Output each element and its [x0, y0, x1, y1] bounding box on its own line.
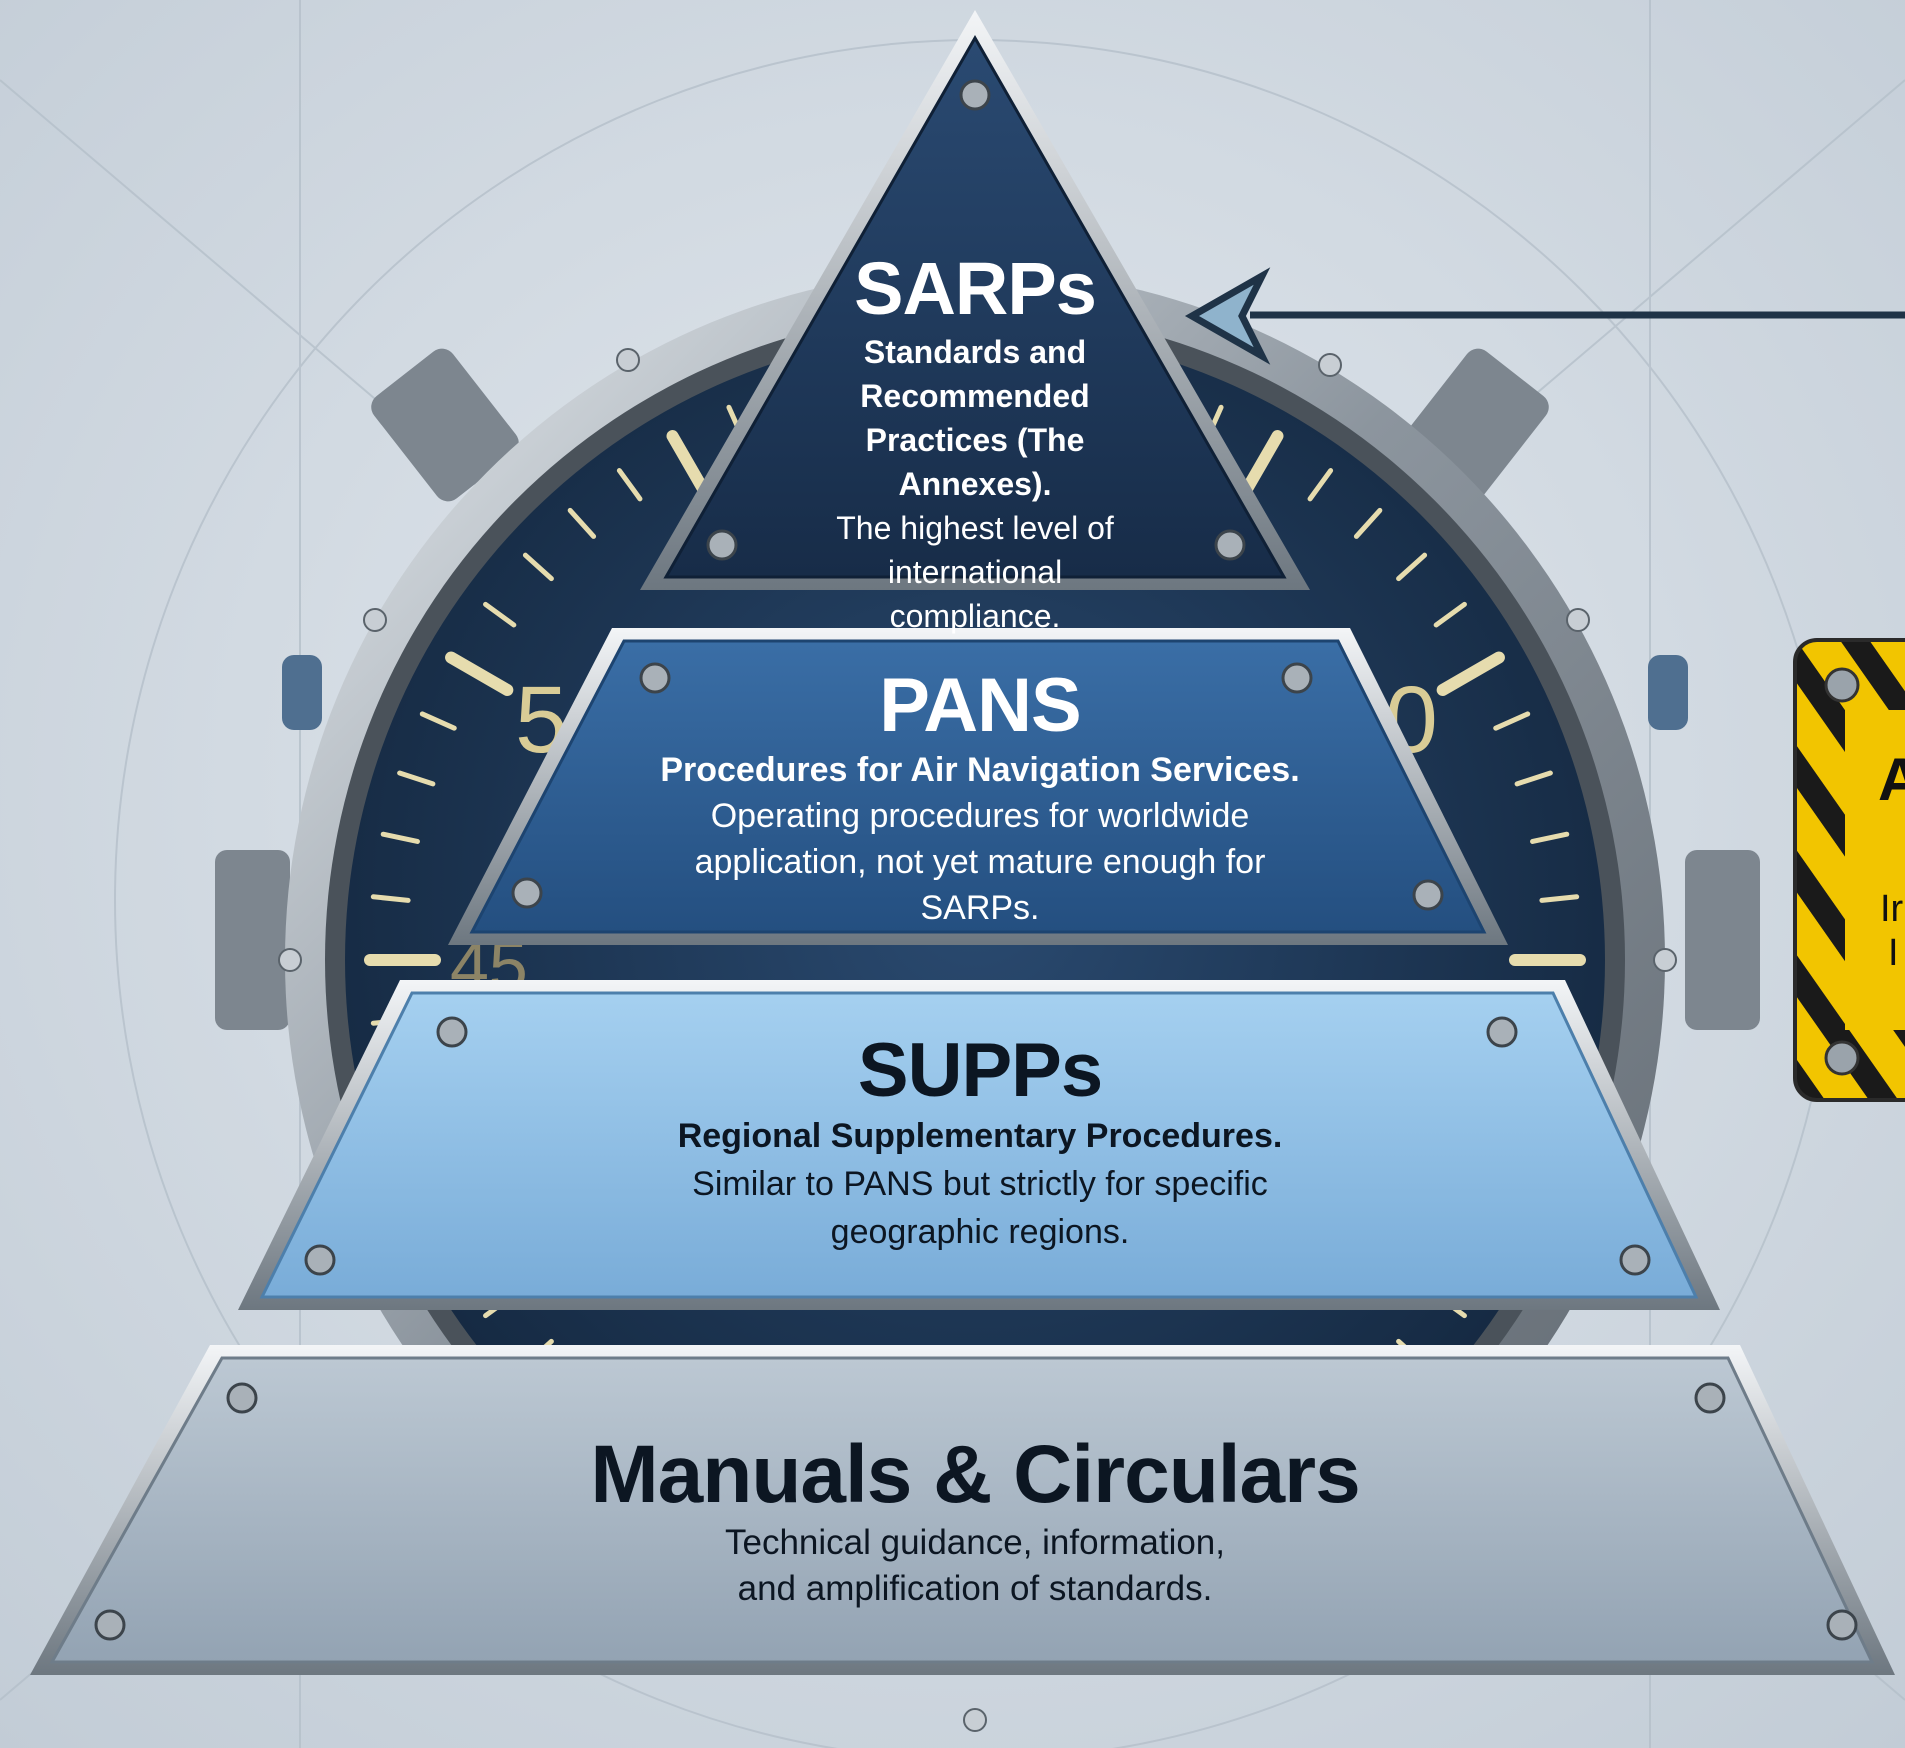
warning-sign: [1793, 638, 1905, 1102]
tier-pans-subtitle: Procedures for Air Navigation Services.: [660, 751, 1300, 789]
tier-sarps-title: SARPs: [854, 247, 1097, 330]
gauge-tick: [483, 601, 517, 628]
gauge-tick: [1433, 601, 1467, 628]
tier-manuals-plate: [30, 1345, 1895, 1675]
tier-sarps-description: The highest level of international compl…: [836, 510, 1114, 634]
gauge-tick: [1239, 430, 1284, 499]
gauge-tick: [1436, 651, 1505, 696]
tier-supps-plate: [238, 980, 1720, 1310]
tier-supps-description: Similar to PANS but strictly for specifi…: [692, 1165, 1268, 1251]
warning-sign-letter-1: A: [1878, 746, 1905, 813]
tier-manuals-description: Technical guidance, information, and amp…: [724, 1523, 1225, 1608]
gauge-tick: [616, 468, 643, 502]
gauge-tick: [1493, 711, 1531, 731]
gauge-tick: [1396, 552, 1428, 582]
tier-manuals: Manuals & Circulars Technical guidance, …: [480, 1430, 1470, 1612]
gauge-tick: [445, 651, 514, 696]
tier-sarps-plate: [640, 10, 1310, 590]
gauge-tick: [522, 552, 554, 582]
gauge-tick: [397, 770, 436, 787]
tier-pans-description: Operating procedures for worldwide appli…: [694, 797, 1266, 927]
bezel-screws: [278, 348, 1677, 1732]
tier-sarps-subtitle: Standards and Recommended Practices (The…: [860, 334, 1090, 502]
tier-manuals-title: Manuals & Circulars: [590, 1429, 1360, 1520]
warning-sign-letter-2: Ir: [1880, 888, 1904, 930]
gauge-tick: [1539, 894, 1580, 903]
gauge-tick: [380, 831, 420, 844]
gauge-tick: [1307, 468, 1334, 502]
plate-screws: [94, 79, 1858, 1641]
tier-sarps: SARPs Standards and Recommended Practice…: [770, 248, 1180, 638]
warning-sign-letter-3: I: [1888, 932, 1899, 974]
gauge-tick: [370, 894, 411, 903]
tier-supps-title: SUPPs: [857, 1028, 1103, 1113]
tier-supps-subtitle: Regional Supplementary Procedures.: [677, 1117, 1283, 1155]
tier-pans-plate: [448, 628, 1508, 945]
tier-pans-title: PANS: [879, 663, 1082, 748]
gauge-tick: [1514, 770, 1553, 787]
gauge-tick: [419, 711, 457, 731]
gauge-tick: [567, 507, 597, 539]
pointer-arrow: [1184, 267, 1905, 365]
tier-pans: PANS Procedures for Air Navigation Servi…: [585, 665, 1375, 931]
gauge-tick: [1530, 831, 1570, 844]
tier-supps: SUPPs Regional Supplementary Procedures.…: [560, 1030, 1400, 1256]
gauge-tick: [1353, 507, 1383, 539]
gauge-tick: [666, 430, 711, 499]
